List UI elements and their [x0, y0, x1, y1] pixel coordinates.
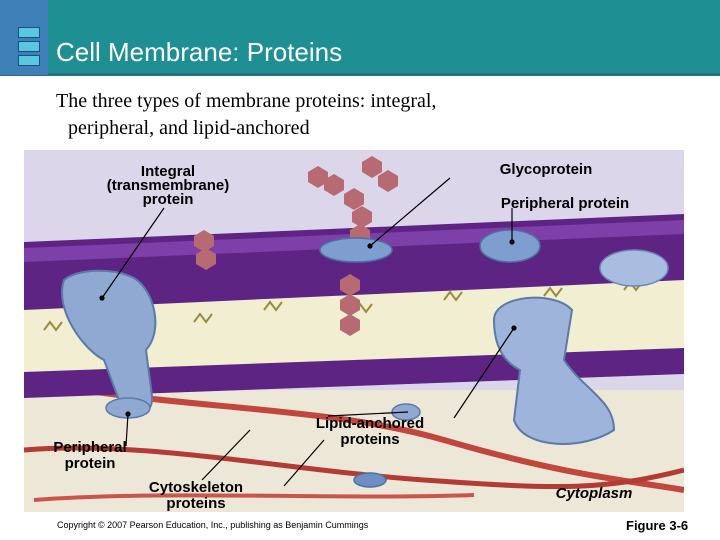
sugar-chain: [194, 156, 398, 336]
peripheral-protein-top: [479, 229, 541, 263]
integral-protein: [61, 269, 157, 415]
leader-lines: [99, 177, 517, 487]
label-cytoplasm: Cytoplasm: [556, 485, 633, 502]
glycoprotein-body: [319, 237, 393, 263]
label-integral: Integral: [141, 163, 195, 180]
slide-subtitle: The three types of membrane proteins: in…: [56, 88, 656, 142]
slide-title: Cell Membrane: Proteins: [56, 37, 343, 67]
logo-bar: [18, 41, 40, 52]
label-peripheral-bottom: Peripheral: [53, 439, 126, 456]
label-peripheral-bottom: protein: [65, 455, 116, 472]
cytoskeleton-fiber: [33, 493, 475, 502]
membrane-illustration: Integral (transmembrane) protein Glycopr…: [24, 150, 684, 512]
title-bar-divider: [0, 73, 720, 76]
integral-protein-right: [492, 296, 616, 445]
label-lipid-anchored: proteins: [340, 431, 399, 448]
logo-icon: [0, 0, 48, 75]
cytoskeleton-fiber: [24, 445, 684, 490]
membrane-figure: Integral (transmembrane) protein Glycopr…: [24, 150, 684, 512]
label-glycoprotein: Glycoprotein: [500, 161, 593, 178]
peripheral-protein-right: [599, 249, 669, 287]
label-integral: (transmembrane): [107, 177, 230, 194]
lipid-anchored-protein: [353, 472, 387, 488]
label-peripheral-top: Peripheral protein: [501, 195, 629, 212]
subtitle-line: The three types of membrane proteins: in…: [56, 90, 437, 112]
label-cytoskeleton: proteins: [166, 495, 225, 512]
label-lipid-anchored: Lipid-anchored: [316, 415, 424, 432]
copyright-text: Copyright © 2007 Pearson Education, Inc.…: [57, 520, 369, 530]
logo-bar: [18, 27, 40, 38]
label-cytoskeleton: Cytoskeleton: [149, 479, 243, 496]
subtitle-line: peripheral, and lipid-anchored: [68, 117, 310, 139]
label-integral: protein: [143, 191, 194, 208]
logo-bar: [18, 55, 40, 66]
figure-number: Figure 3-6: [626, 518, 689, 533]
title-bar: [0, 0, 720, 76]
